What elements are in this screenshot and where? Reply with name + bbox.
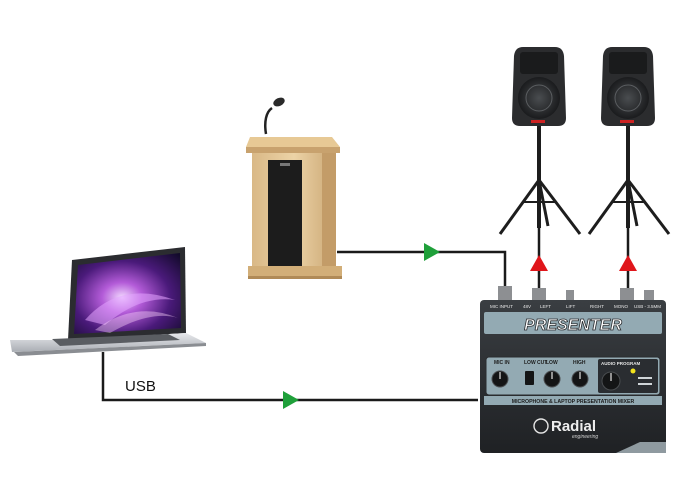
- mixer-title-panel: [484, 312, 662, 334]
- signal-arrow-usb: [283, 391, 299, 409]
- usb-label: USB: [125, 378, 156, 395]
- mixer-model-name: PRESENTER: [524, 317, 622, 334]
- podium-side: [322, 153, 336, 268]
- mixer-tagline: MICROPHONE & LAPTOP PRESENTATION MIXER: [512, 399, 635, 405]
- microphone-icon: [273, 97, 285, 107]
- mixer-jack-label: 48V: [523, 304, 531, 309]
- mixer-control-label: LOW CUT: [524, 360, 547, 366]
- mixer-connectors: [498, 286, 654, 301]
- mixer-jack-label: RIGHT: [590, 304, 604, 309]
- radial-logo-icon: [533, 418, 549, 434]
- right-speaker: [587, 47, 671, 235]
- laptop-to-mixer-cable: [101, 352, 478, 402]
- mixer-jack-label: USB - 3.5MM: [634, 304, 661, 309]
- signal-arrow-right-speaker: [619, 255, 637, 271]
- laptop: [10, 247, 206, 356]
- mixer-sub-brand: engineering: [572, 434, 598, 440]
- status-led-icon: [630, 368, 636, 374]
- mixer-jack-label: MONO: [614, 304, 628, 309]
- mixer-jack-label: LIFT: [566, 304, 576, 309]
- laptop-keyboard: [52, 334, 180, 346]
- microphone-stand: [264, 106, 273, 135]
- mixer-control-label: HIGH: [573, 360, 586, 366]
- signal-arrow-left-speaker: [530, 255, 548, 271]
- signal-arrow-podium: [424, 243, 440, 261]
- right-speaker-woofer-icon: [607, 77, 649, 119]
- podium-to-mixer-cable: [337, 250, 507, 300]
- mixer-control-label: AUDIO PROGRAM: [601, 361, 641, 366]
- mixer-jack-label: LEFT: [540, 304, 551, 309]
- laptop-wallpaper-swirl: [85, 293, 175, 325]
- presenter-mixer: MIC INPUT 48V LEFT LIFT RIGHT MONO USB -…: [480, 286, 666, 453]
- left-speaker: [498, 47, 582, 235]
- mixer-jack-label: MIC INPUT: [490, 304, 513, 309]
- podium-speaker-panel: [268, 160, 302, 266]
- podium: [246, 97, 342, 279]
- mixer-control-label: MIC IN: [494, 360, 510, 366]
- left-speaker-woofer-icon: [518, 77, 560, 119]
- mixer-brand: Radial: [551, 418, 596, 435]
- mixer-control-label: LOW: [546, 360, 558, 366]
- podium-base: [248, 266, 342, 278]
- low-cut-switch[interactable]: [525, 371, 534, 385]
- podium-top: [246, 137, 340, 147]
